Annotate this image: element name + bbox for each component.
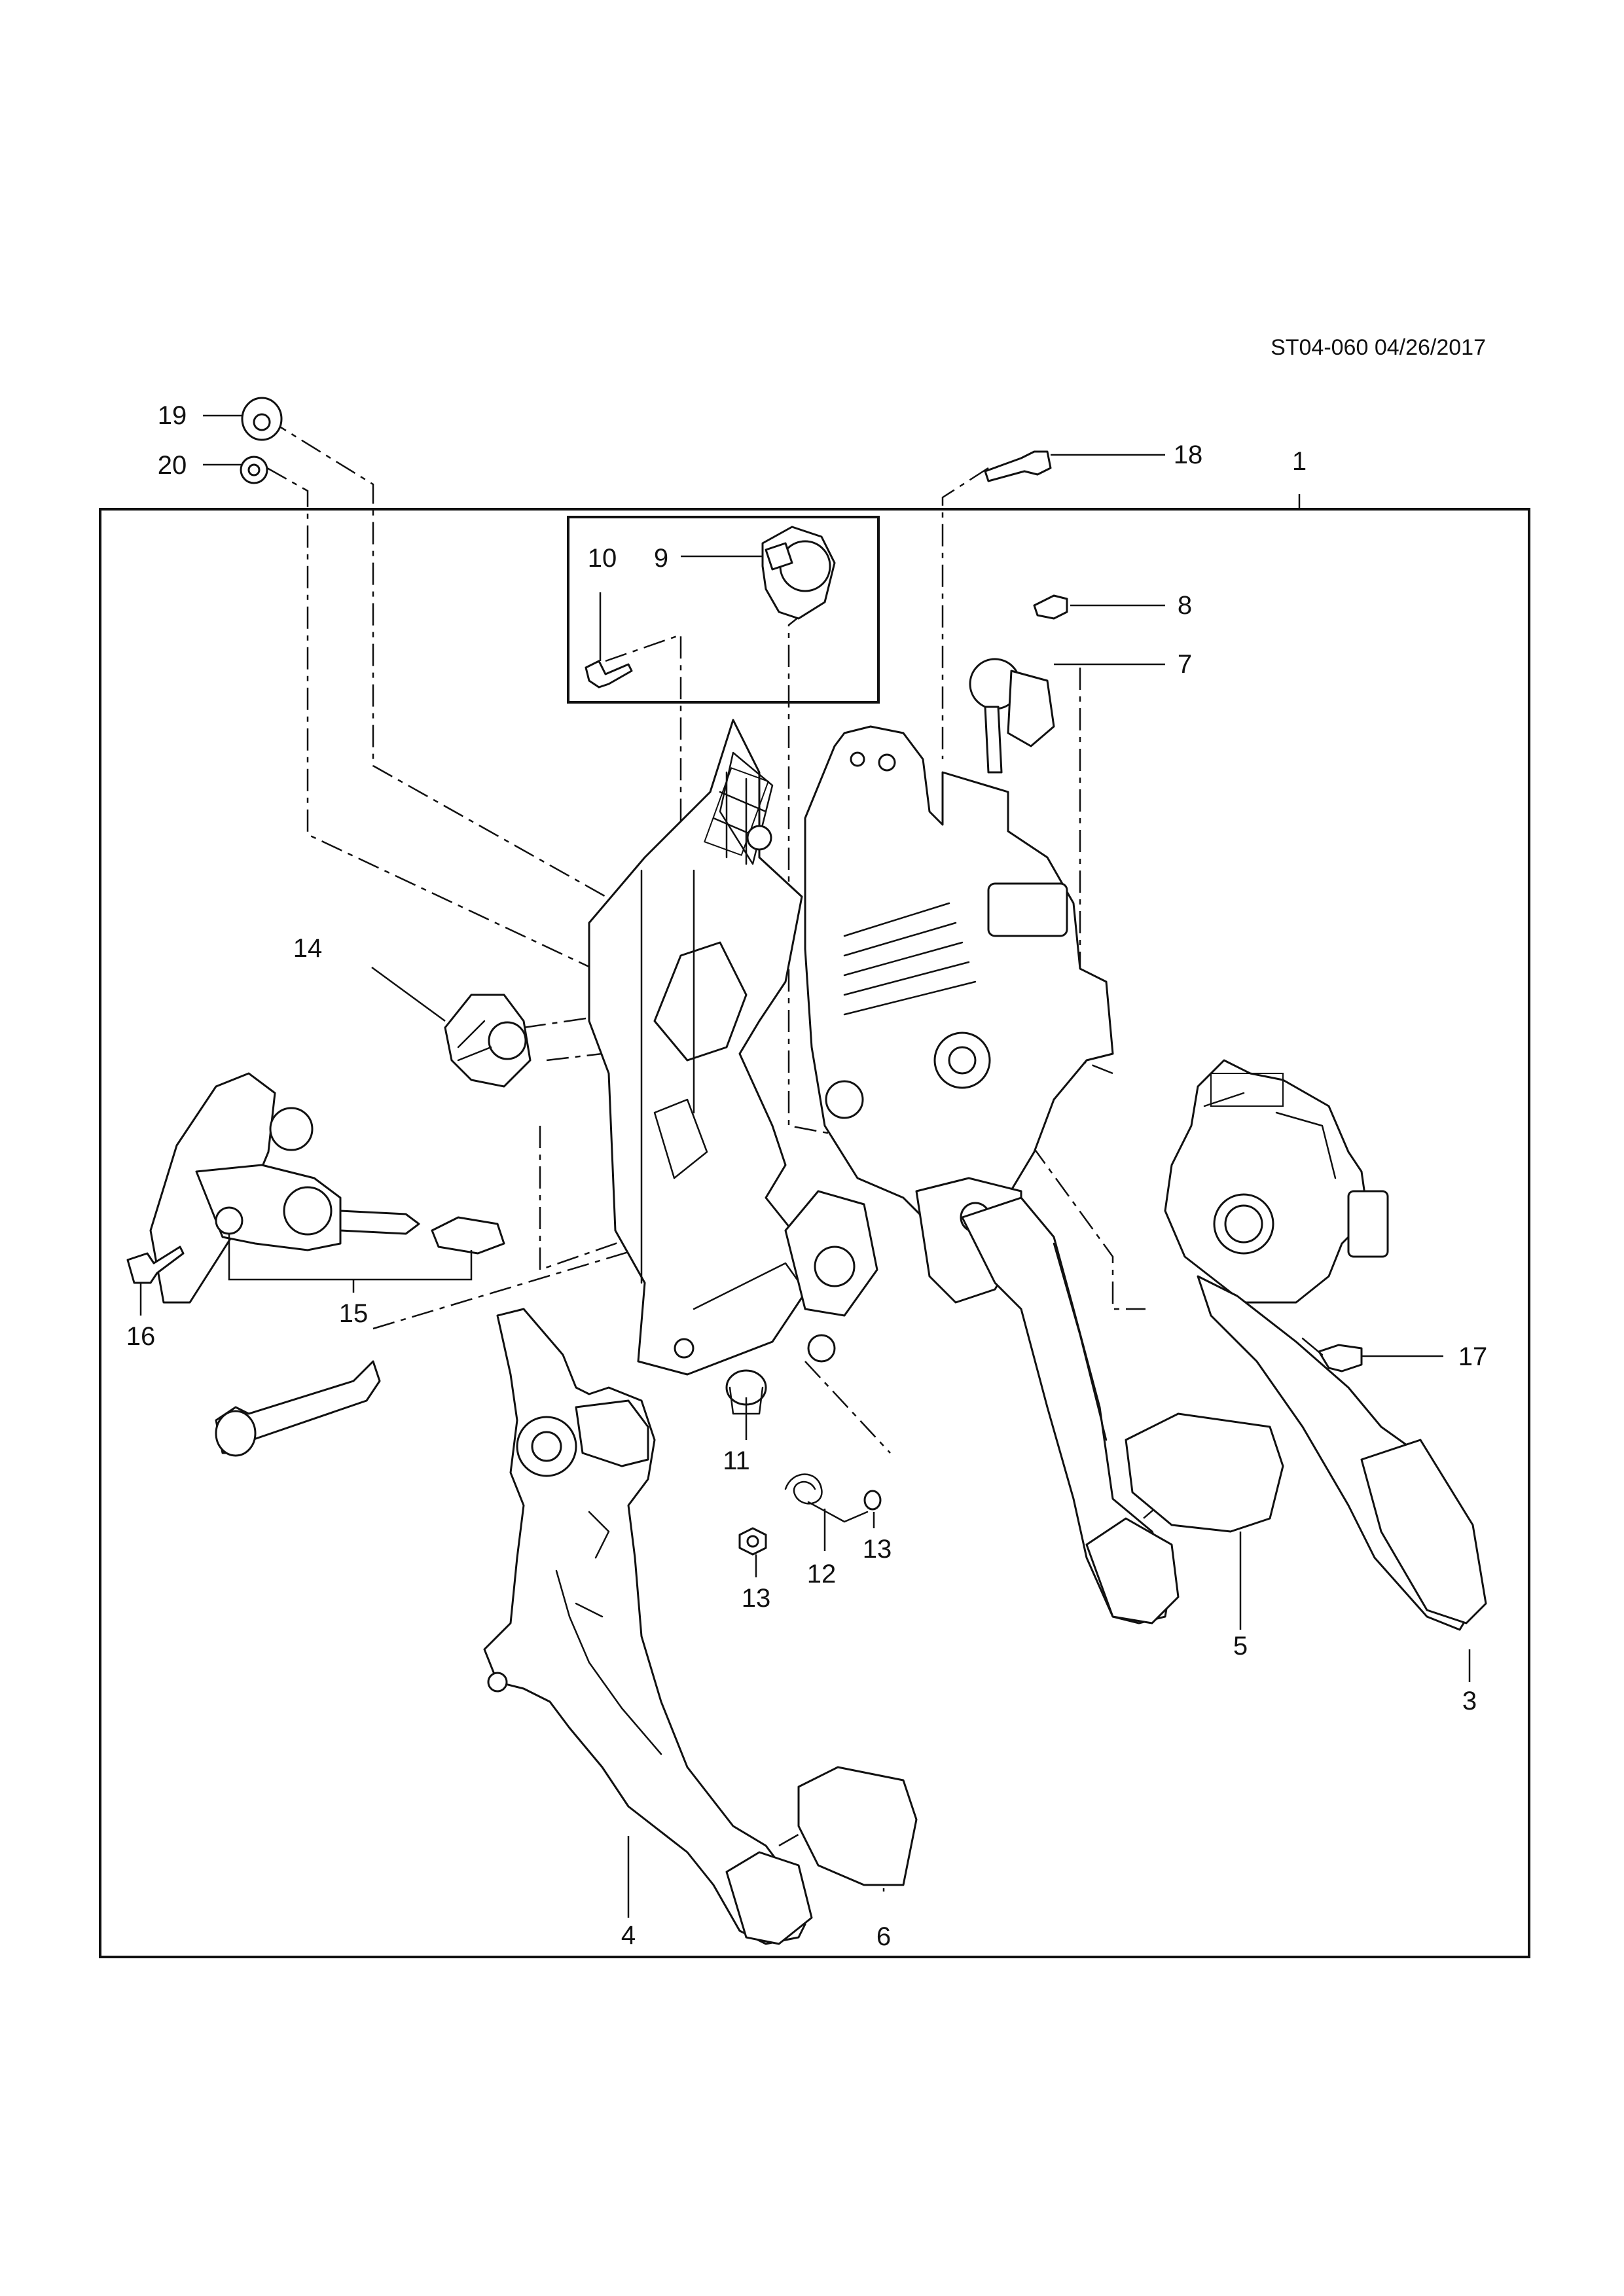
bolt-18	[984, 450, 1052, 482]
detail-inset-frame	[567, 516, 880, 704]
callout-4: 4	[621, 1921, 636, 1950]
callout-3: 3	[1462, 1687, 1477, 1715]
brake-pedal	[961, 1196, 1180, 1624]
washer-19	[241, 397, 283, 441]
clutch-master-cylinder	[149, 1072, 505, 1304]
callout-17: 17	[1458, 1342, 1488, 1371]
callout-20: 20	[158, 451, 187, 480]
callout-19: 19	[158, 401, 187, 430]
bolt-16	[126, 1246, 185, 1284]
washer-20	[240, 456, 268, 484]
leader-lines	[139, 414, 1471, 1918]
callout-6: 6	[876, 1922, 891, 1951]
nut-left	[738, 1527, 767, 1556]
bolt-17	[1301, 1337, 1363, 1372]
callout-12: 12	[807, 1560, 837, 1588]
callout-labels: 1 3 4 5 6 7 8 9 10 11 12 13 13 14 15 16 …	[126, 401, 1488, 1951]
callout-15: 15	[339, 1299, 369, 1328]
brake-pedal-pad	[1125, 1412, 1284, 1533]
callout-8: 8	[1178, 591, 1192, 620]
callout-7: 7	[1178, 650, 1192, 679]
callout-14: 14	[293, 934, 323, 963]
clutch-position-switch	[444, 994, 532, 1088]
brake-light-switch	[969, 658, 1055, 774]
clip-right	[863, 1490, 882, 1511]
clutch-pedal	[483, 1308, 813, 1945]
mounting-bracket	[588, 719, 836, 1376]
assembly-frame	[99, 508, 1530, 1958]
callout-13-right: 13	[863, 1535, 892, 1564]
screw-10	[585, 660, 633, 689]
return-spring	[784, 1473, 869, 1523]
callout-5: 5	[1233, 1632, 1248, 1660]
position-sensor	[761, 526, 836, 620]
pivot-bolt	[215, 1360, 381, 1457]
screw-8	[1033, 594, 1068, 620]
callout-1: 1	[1292, 447, 1307, 476]
callout-18: 18	[1174, 440, 1203, 469]
callout-11: 11	[723, 1446, 750, 1475]
callout-16: 16	[126, 1322, 156, 1351]
clutch-pedal-pad	[797, 1766, 918, 1886]
brake-pedal-bracket	[784, 725, 1114, 1317]
accelerator-pedal-module	[1164, 1059, 1487, 1631]
diagram-code: ST04-060 04/26/2017	[1271, 335, 1486, 360]
callout-9: 9	[654, 544, 668, 573]
callout-10: 10	[588, 544, 617, 573]
callout-13-left: 13	[742, 1584, 771, 1613]
